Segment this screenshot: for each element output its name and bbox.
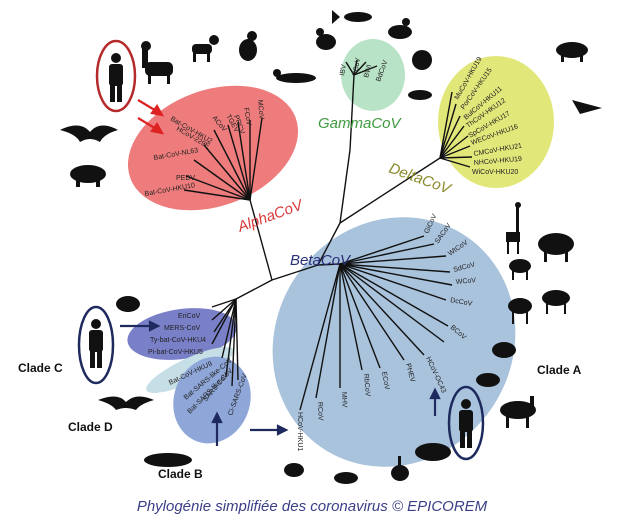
leaf-delta: WiCoV-HKU20	[472, 169, 518, 176]
pig-icon	[556, 42, 588, 62]
alpha-label: AlphaCoV	[235, 196, 307, 236]
clade-b-label: Clade B	[158, 467, 203, 481]
camel-icon	[542, 290, 570, 314]
beta-label: BetaCoV	[290, 252, 352, 269]
leaf-beta: HCoV-HKU1	[296, 412, 303, 451]
giraffe-icon	[506, 202, 521, 254]
horse-icon	[500, 396, 536, 428]
bird-icon	[572, 100, 602, 114]
clade-c-label: Clade C	[18, 361, 63, 375]
clade-a-label: Clade A	[537, 363, 582, 377]
turkey-icon	[412, 50, 432, 70]
chicken-icon	[316, 28, 336, 50]
bat-icon	[60, 125, 118, 142]
pig-icon	[415, 443, 451, 461]
fish-icon	[332, 10, 372, 24]
leaf-beta: MHV	[340, 392, 348, 408]
clade-d-label: Clade D	[68, 420, 113, 434]
rat-icon	[334, 472, 358, 484]
hedgehog-icon	[116, 296, 140, 312]
human-icon	[109, 53, 123, 102]
leaf-alpha: PEDV	[176, 175, 195, 182]
bird-icon	[408, 90, 432, 100]
bat-icon	[98, 396, 154, 410]
llama-icon	[141, 41, 173, 84]
cat-icon	[239, 31, 257, 61]
rat-icon	[284, 463, 304, 477]
duck-icon	[388, 18, 412, 39]
buffalo-icon	[538, 233, 574, 262]
civet-icon	[144, 453, 192, 467]
ferret-icon	[273, 69, 316, 83]
antelope-icon	[509, 259, 531, 280]
human-icon	[89, 319, 103, 368]
leaf-clade-c: EriCoV	[178, 313, 201, 320]
leaf-beta: RCoV	[316, 402, 324, 421]
figure-caption: Phylogénie simplifiée des coronavirus © …	[0, 498, 624, 515]
leaf-clade-c: MERS-CoV	[164, 325, 201, 332]
leaf-clade-c: Pi-bat-CoV-HKU5	[148, 349, 203, 356]
mouse-icon	[492, 342, 516, 358]
dog-icon	[476, 373, 500, 387]
delta-label: DeltaCoV	[387, 160, 455, 199]
gamma-region	[341, 39, 405, 111]
dog-icon	[192, 35, 219, 62]
pig-icon	[70, 165, 106, 187]
leaf-clade-c: Ty-bat-CoV-HKU4	[150, 337, 206, 344]
clade-b-region	[161, 346, 263, 455]
gamma-label: GammaCoV	[318, 115, 403, 132]
